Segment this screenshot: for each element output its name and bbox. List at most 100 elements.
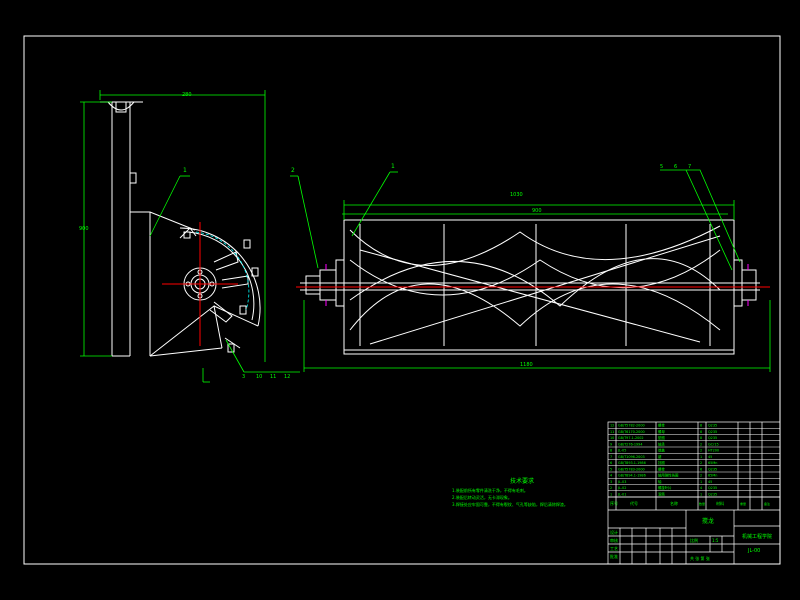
header-code: 代号 (630, 500, 638, 506)
parts-cell-mat: GCr15 (708, 442, 719, 446)
header-qty: 数量 (699, 501, 705, 506)
parts-cell-mat: 65Mn (708, 461, 717, 465)
parts-cell-qty: 2 (700, 474, 702, 478)
parts-cell-qty: 1 (700, 492, 702, 496)
signoff-process: 工艺 (610, 546, 618, 551)
parts-cell-no: 1 (610, 492, 612, 496)
org-name: 机械工程学院 (742, 533, 772, 540)
parts-cell-qty: 1 (700, 480, 702, 484)
front-dim-overall: 1030 (510, 192, 523, 198)
parts-cell-code: GB/T893.1-1986 (618, 461, 646, 465)
drawing-name: 搅龙 (702, 517, 714, 525)
notes-line-2: 2.装配后转动灵活，无卡滞现象。 (452, 494, 512, 500)
parts-cell-mat: Q235 (708, 467, 717, 471)
parts-cell-name: 轴承 (658, 441, 665, 446)
parts-cell-code: JL-05 (617, 449, 626, 453)
header-mat: 材料 (716, 500, 724, 506)
signoff-design: 设计 (610, 529, 618, 535)
parts-cell-no: 2 (610, 486, 612, 490)
parts-cell-mat: HT200 (708, 449, 719, 453)
parts-cell-code: GB/T276-1994 (618, 442, 643, 446)
parts-cell-name: 螺母 (658, 429, 665, 434)
parts-cell-code: GB/T5783-2000 (618, 467, 645, 471)
technical-notes: 技术要求 1.装配前所有零件清洗干净，不得有毛刺。 2.装配后转动灵活，无卡滞现… (452, 477, 568, 507)
side-dim-top: 280 (182, 92, 192, 98)
front-dim-inner: 900 (532, 208, 542, 214)
side-leader-10: 10 (256, 374, 262, 380)
parts-cell-no: 3 (610, 480, 612, 484)
parts-cell-name: 键 (658, 454, 662, 459)
parts-cell-code: GB/T894.1-1986 (618, 474, 646, 478)
parts-cell-mat: Q235 (708, 424, 717, 428)
parts-cell-qty: 8 (700, 436, 702, 440)
side-leader-11: 11 (270, 374, 276, 380)
parts-cell-name: 垫圈 (658, 435, 665, 440)
front-view: 1030 900 1180 1 5 6 7 (296, 163, 771, 372)
parts-cell-code: GB/T5782-2000 (618, 424, 645, 428)
parts-cell-no: 10 (610, 436, 614, 440)
side-view: 280 900 1 2 3 10 11 12 (79, 90, 319, 383)
parts-cell-qty: 6 (700, 467, 702, 471)
parts-cell-qty: 1 (700, 455, 702, 459)
parts-cell-name: 挡圈 (658, 460, 665, 465)
parts-cell-no: 11 (610, 430, 614, 434)
parts-cell-no: 4 (610, 474, 612, 478)
parts-cell-mat: 45 (708, 480, 712, 484)
parts-cell-mat: 45 (708, 455, 712, 459)
side-leader-2: 2 (291, 167, 295, 174)
sheet-border (23, 35, 781, 565)
parts-cell-mat: Q235 (708, 436, 717, 440)
parts-cell-mat: Q235 (708, 492, 717, 496)
parts-cell-qty: 2 (700, 449, 702, 453)
parts-cell-mat: 65Mn (708, 474, 717, 478)
notes-line-3: 3.焊接处应牢固可靠，不得有裂纹、气孔等缺陷，焊后清除焊渣。 (452, 501, 568, 507)
front-leader-6: 6 (674, 164, 677, 170)
parts-cell-name: 轴 (658, 479, 662, 484)
parts-cell-mat: Q235 (708, 486, 717, 490)
parts-cell-no: 7 (610, 455, 612, 459)
parts-cell-no: 12 (610, 424, 614, 428)
parts-cell-mat: Q235 (708, 430, 717, 434)
signoff-approve: 批准 (610, 553, 618, 559)
parts-cell-name: 端盖 (658, 448, 665, 453)
parts-cell-code: JL-01 (617, 492, 626, 496)
header-name: 名称 (670, 500, 678, 506)
parts-cell-name: 螺栓 (658, 423, 665, 428)
side-dim-left: 900 (79, 226, 89, 232)
side-leader-12: 12 (284, 374, 290, 380)
header-remark: 备注 (764, 501, 770, 506)
parts-cell-qty: 8 (700, 430, 702, 434)
parts-cell-code: GB/T6170-2000 (618, 430, 645, 434)
front-dim-total: 1180 (520, 362, 533, 368)
parts-cell-qty: 4 (700, 486, 702, 490)
parts-cell-name: 螺旋叶片 (658, 485, 672, 490)
notes-line-1: 1.装配前所有零件清洗干净，不得有毛刺。 (452, 487, 528, 493)
parts-cell-no: 5 (610, 467, 612, 471)
sheet-label: 共 张 第 张 (690, 555, 710, 561)
parts-cell-name: 轴用弹性挡圈 (658, 473, 679, 478)
parts-cell-code: GB/T97.1-2002 (618, 436, 644, 440)
notes-title: 技术要求 (510, 477, 534, 485)
parts-cell-code: JL-02 (617, 486, 626, 490)
drawing-number: JL-00 (747, 548, 760, 554)
front-leader-5: 5 (660, 164, 663, 170)
parts-cell-code: GB/T1096-2003 (618, 455, 645, 459)
parts-cell-code: JL-03 (617, 480, 626, 484)
scale-label: 比例 (690, 537, 698, 543)
header-weight: 重量 (740, 501, 746, 506)
scale-value: 1:5 (712, 538, 719, 543)
side-leader-1: 1 (183, 167, 187, 174)
header-no: 序号 (610, 500, 618, 506)
parts-cell-no: 9 (610, 442, 612, 446)
parts-cell-no: 8 (610, 449, 612, 453)
parts-cell-name: 滚筒 (658, 491, 665, 496)
signoff-review: 审核 (610, 537, 618, 543)
parts-cell-name: 螺栓 (658, 466, 665, 471)
side-leader-3: 3 (242, 374, 245, 380)
front-leader-1: 1 (391, 163, 395, 170)
front-leader-7: 7 (688, 164, 691, 170)
parts-cell-qty: 8 (700, 424, 702, 428)
